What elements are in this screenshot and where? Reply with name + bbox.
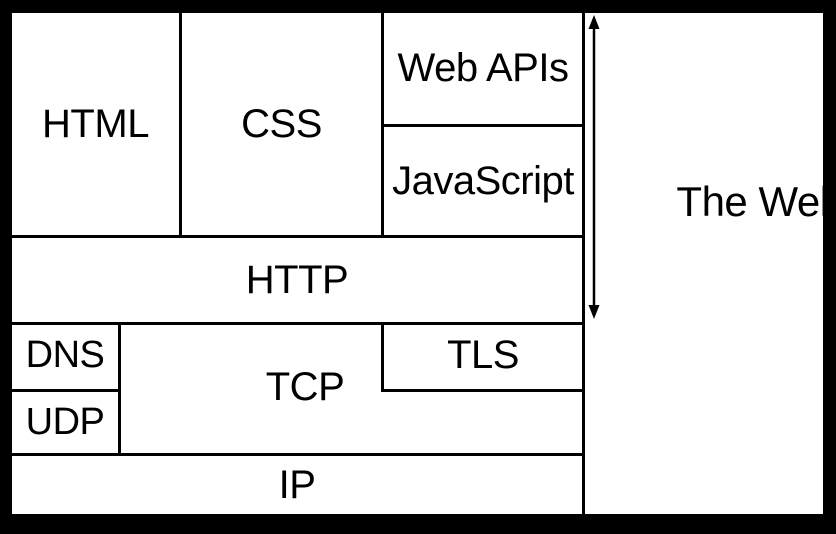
layer-ip-label: IP xyxy=(278,462,316,507)
divider-tls-bottom xyxy=(381,389,585,392)
divider-webapis-javascript xyxy=(381,124,585,127)
layer-javascript-label: JavaScript xyxy=(392,158,574,203)
layer-http-label: HTTP xyxy=(245,257,349,302)
divider-frontend-http xyxy=(12,235,585,238)
divider-dns-udp xyxy=(12,389,121,392)
layer-web-apis-label: Web APIs xyxy=(397,46,569,90)
diagram-panel: HTML CSS Web APIs JavaScript HTTP DNS UD… xyxy=(12,13,836,514)
double-arrow-icon xyxy=(588,15,600,319)
divider-web-scope xyxy=(582,13,585,514)
layer-udp-label: UDP xyxy=(25,401,105,443)
layer-dns-label: DNS xyxy=(25,334,105,376)
layer-css-label: CSS xyxy=(241,101,322,146)
layer-tls-label: TLS xyxy=(447,333,519,377)
divider-html-css xyxy=(179,13,182,238)
layer-tcp-label: TCP xyxy=(265,365,345,409)
the-web-label: The Web xyxy=(676,178,836,225)
divider-tcp-tls xyxy=(381,322,384,392)
divider-transport-ip xyxy=(12,453,585,456)
layer-html-label: HTML xyxy=(42,101,149,146)
divider-http-transport xyxy=(12,322,585,325)
